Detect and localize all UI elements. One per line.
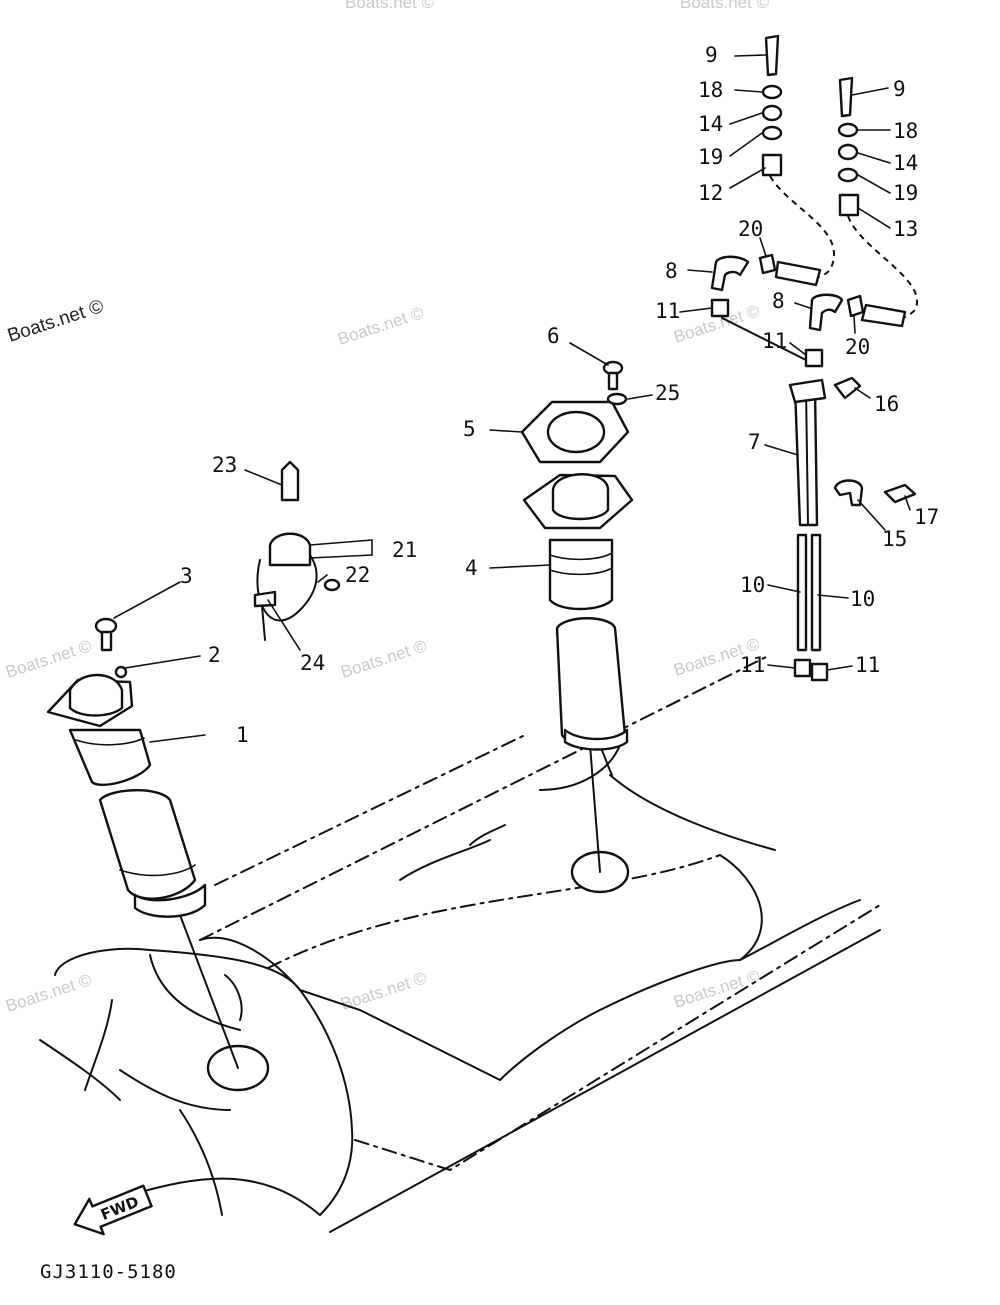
screw-6 (602, 360, 624, 391)
elbow-8-left (710, 255, 750, 292)
callout-9-left: 9 (705, 43, 718, 67)
gasket-5-hole (546, 410, 606, 454)
callout-19-left: 19 (698, 145, 723, 169)
washer-2 (114, 665, 128, 679)
hose-12-top (761, 153, 783, 177)
screw-3 (94, 617, 118, 652)
cap-14-right (837, 143, 859, 161)
callout-19-right: 19 (893, 181, 918, 205)
watermark-main: Boats.net © (5, 296, 106, 347)
watermark-faint: Boats.net © (335, 303, 426, 349)
hose-13-top (838, 193, 860, 217)
cable-tie-24 (253, 590, 277, 608)
hose-13-link (860, 303, 907, 328)
cap-11-c (793, 658, 812, 678)
leader-lines (113, 54, 911, 743)
clip-15 (833, 479, 864, 507)
clamp-21 (268, 532, 312, 567)
callout-20-left: 20 (738, 217, 763, 241)
clamp-19-left (761, 125, 783, 141)
callout-11-d: 11 (855, 653, 880, 677)
cap-11-b (804, 348, 824, 368)
callout-21: 21 (392, 538, 417, 562)
callout-2: 2 (208, 643, 221, 667)
callout-12: 12 (698, 181, 723, 205)
tube-7-holder (788, 378, 827, 404)
callout-11-b: 11 (762, 329, 787, 353)
callout-11-c: 11 (740, 653, 765, 677)
watermark-faint: Boats.net © (680, 0, 770, 12)
callouts: 1 2 3 4 5 6 7 8 8 9 9 10 10 11 11 11 11 … (180, 43, 939, 747)
callout-25: 25 (655, 381, 680, 405)
rear-duct-ring (563, 728, 629, 751)
callout-6: 6 (547, 324, 560, 348)
callout-10-right: 10 (850, 587, 875, 611)
tube-10-left (796, 533, 808, 652)
callout-24: 24 (300, 651, 325, 675)
watermark-faint: Boats.net © (345, 0, 435, 12)
callout-8-left: 8 (665, 259, 678, 283)
clamp-18-right (837, 122, 859, 138)
hull-outline (39, 654, 881, 1233)
callout-14-left: 14 (698, 112, 723, 136)
front-vent-duct (46, 673, 207, 918)
rivet-16 (833, 376, 862, 400)
watermark-faint: Boats.net © (3, 970, 94, 1016)
duct-ring (133, 883, 207, 918)
callout-3: 3 (180, 564, 193, 588)
clamp-19-right (837, 167, 859, 183)
duct-lower-tube (98, 789, 197, 900)
callout-15: 15 (882, 527, 907, 551)
callout-18-right: 18 (893, 119, 918, 143)
clamp-18-left (761, 84, 783, 100)
callout-16: 16 (874, 392, 899, 416)
callout-9-right: 9 (893, 77, 906, 101)
callout-14-right: 14 (893, 151, 918, 175)
cap-11-d (810, 662, 829, 682)
breather-hoses (710, 34, 919, 682)
clamp-20-left (758, 253, 777, 275)
callout-18-left: 18 (698, 78, 723, 102)
callout-20-right: 20 (845, 335, 870, 359)
cap-11-a (710, 298, 730, 318)
callout-22: 22 (345, 563, 370, 587)
hose-12-link (774, 260, 822, 287)
callout-13: 13 (893, 217, 918, 241)
callout-1: 1 (236, 723, 249, 747)
callout-8-right: 8 (772, 289, 785, 313)
pipe-9-right (838, 76, 854, 118)
tube-10-right (810, 533, 822, 652)
cap-14-left (761, 104, 783, 122)
elbow-8-right (808, 293, 844, 332)
fwd-direction-arrow: FWD (73, 1184, 153, 1236)
duct-cap (68, 673, 124, 717)
rear-duct-lower-tube (555, 617, 627, 746)
callout-7: 7 (748, 430, 761, 454)
pipe-9-left (764, 34, 780, 77)
clamp-assembly (253, 460, 341, 641)
faint-watermarks: Boats.net © Boats.net © Boats.net © Boat… (3, 0, 769, 1016)
callout-5: 5 (463, 417, 476, 441)
washer-22 (323, 578, 341, 592)
washer-25 (606, 392, 628, 406)
rivet-23 (280, 460, 300, 502)
diagram-code: GJ3110-5180 (40, 1261, 177, 1283)
watermark-faint: Boats.net © (338, 636, 429, 682)
rear-vent-duct (522, 473, 634, 751)
rear-duct-cap (551, 473, 610, 521)
clamp-20-right (846, 294, 865, 318)
callout-17: 17 (914, 505, 939, 529)
callout-23: 23 (212, 453, 237, 477)
callout-4: 4 (465, 556, 478, 580)
callout-10-left: 10 (740, 573, 765, 597)
callout-11-a: 11 (655, 299, 680, 323)
duct-upper-tube (68, 728, 152, 787)
rivet-17 (883, 483, 917, 504)
watermark-faint: Boats.net © (3, 636, 94, 682)
